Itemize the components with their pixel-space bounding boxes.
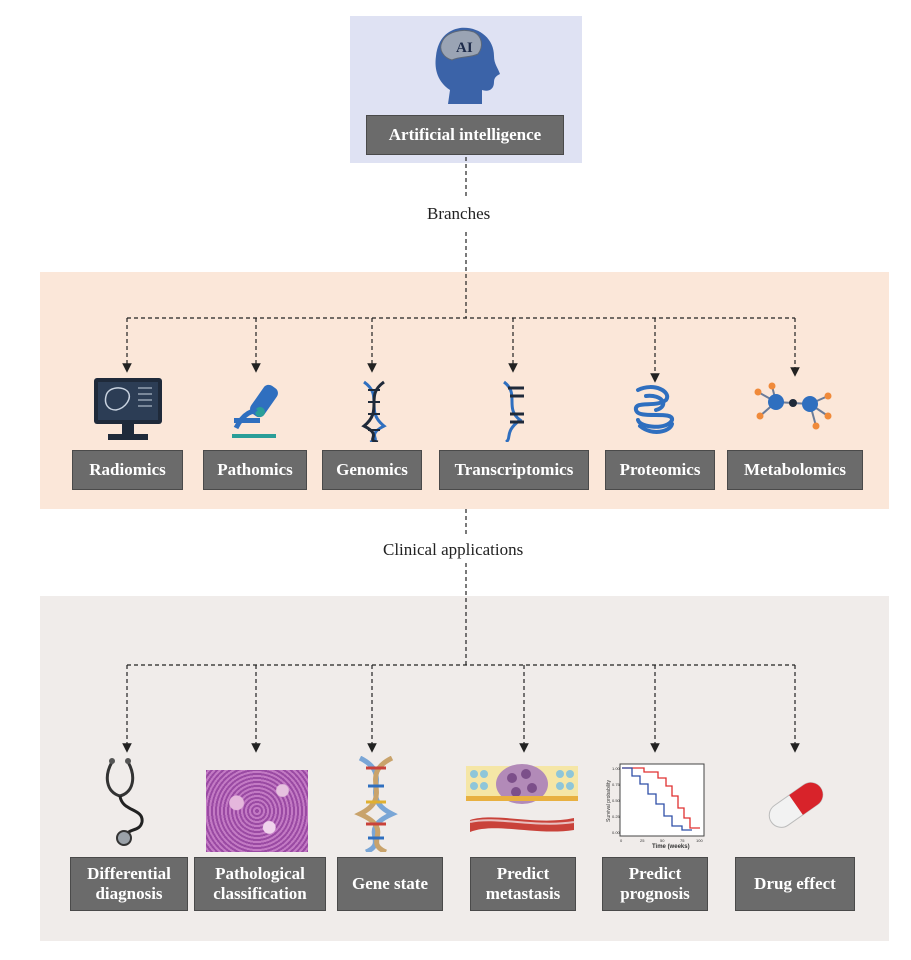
protein-icon	[634, 385, 674, 434]
survival-ytick: 1.00	[612, 766, 621, 771]
clinical-applications-caption: Clinical applications	[381, 540, 526, 560]
app-label-gene-state: Gene state	[337, 857, 443, 911]
molecule-icon	[754, 382, 832, 430]
branch-label-genomics: Genomics	[322, 450, 422, 490]
dna-helix-image-icon	[354, 756, 398, 852]
ai-head-text: AI	[456, 40, 473, 56]
app-label-pathological-classification: Pathological classification	[194, 857, 326, 911]
microscope-icon	[232, 384, 278, 438]
ai-head-icon: AI	[435, 27, 500, 104]
survival-xtick: 0	[620, 838, 623, 843]
dna-icon	[361, 380, 387, 442]
app-label-line: diagnosis	[95, 884, 163, 903]
app-label-line: Predict	[496, 864, 550, 884]
survival-xtick: 75	[680, 838, 685, 843]
survival-ytick: 0.75	[612, 782, 621, 787]
survival-ytick: 0.00	[612, 830, 621, 835]
app-label-predict-prognosis: Predict prognosis	[602, 857, 708, 911]
survival-ylabel: Survival probability	[606, 780, 612, 822]
monitor-icon	[94, 378, 162, 440]
rna-icon	[502, 380, 524, 442]
branch-label-metabolomics: Metabolomics	[727, 450, 863, 490]
survival-ytick: 0.25	[612, 814, 621, 819]
survival-xtick: 50	[660, 838, 665, 843]
survival-xtick: 25	[640, 838, 645, 843]
branch-label-proteomics: Proteomics	[605, 450, 715, 490]
app-label-predict-metastasis: Predict metastasis	[470, 857, 576, 911]
branches-caption: Branches	[425, 204, 493, 224]
survival-xtick: 100	[696, 838, 703, 843]
app-label-line: classification	[213, 884, 307, 903]
survival-ytick: 0.50	[612, 798, 621, 803]
histology-image-icon	[206, 770, 308, 852]
app-label-line: metastasis	[485, 884, 561, 903]
ai-label: Artificial intelligence	[366, 115, 564, 155]
app-label-line: Differential	[87, 864, 171, 884]
app-label-line: Pathological	[215, 864, 305, 884]
branch-label-radiomics: Radiomics	[72, 450, 183, 490]
survival-xlabel: Time (weeks)	[652, 844, 690, 850]
stethoscope-icon	[105, 758, 144, 846]
branch-label-pathomics: Pathomics	[203, 450, 307, 490]
app-label-line: prognosis	[620, 884, 690, 903]
branch-label-transcriptomics: Transcriptomics	[439, 450, 589, 490]
app-label-drug-effect: Drug effect	[735, 857, 855, 911]
pill-icon	[768, 782, 824, 828]
app-label-differential-diagnosis: Differential diagnosis	[70, 857, 188, 911]
survival-curve-icon: Survival probability Time (weeks) 1.00 0…	[606, 763, 705, 850]
metastasis-image-icon	[466, 764, 578, 832]
app-label-line: Predict	[628, 864, 682, 884]
